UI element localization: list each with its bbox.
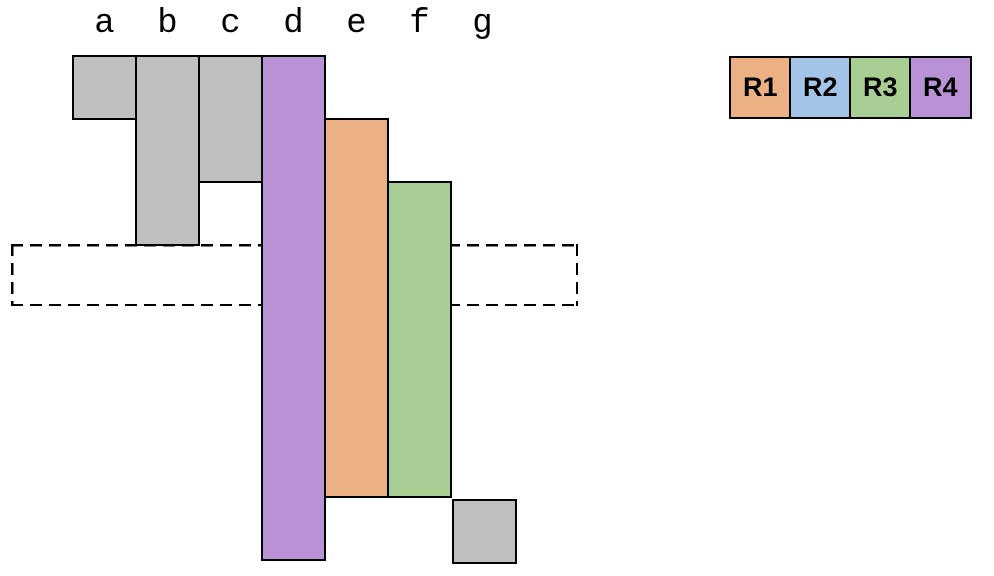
live-range-bar-a bbox=[71, 54, 138, 121]
legend-item-label: R3 bbox=[862, 72, 898, 102]
live-range-bar-c bbox=[197, 54, 264, 184]
register-legend: R1 R2 R3 R4 bbox=[729, 56, 972, 119]
live-range-bar-b bbox=[134, 54, 201, 247]
column-label-c: c bbox=[220, 5, 241, 43]
legend-item-R3: R3 bbox=[849, 56, 912, 119]
column-label-a: a bbox=[94, 5, 115, 43]
legend-item-label: R2 bbox=[802, 72, 838, 102]
column-label-d: d bbox=[283, 5, 304, 43]
column-label-b: b bbox=[157, 5, 178, 43]
legend-item-R4: R4 bbox=[909, 56, 972, 119]
live-range-bar-g bbox=[451, 498, 518, 565]
legend-item-label: R4 bbox=[922, 72, 958, 102]
legend-item-R2: R2 bbox=[789, 56, 852, 119]
live-range-bar-f bbox=[386, 180, 453, 499]
live-range-bar-d bbox=[260, 54, 327, 562]
legend-item-R1: R1 bbox=[729, 56, 792, 119]
legend-item-label: R1 bbox=[742, 72, 778, 102]
column-label-f: f bbox=[409, 5, 430, 43]
live-range-bar-e bbox=[323, 117, 390, 499]
column-label-e: e bbox=[346, 5, 367, 43]
column-label-g: g bbox=[472, 5, 493, 43]
